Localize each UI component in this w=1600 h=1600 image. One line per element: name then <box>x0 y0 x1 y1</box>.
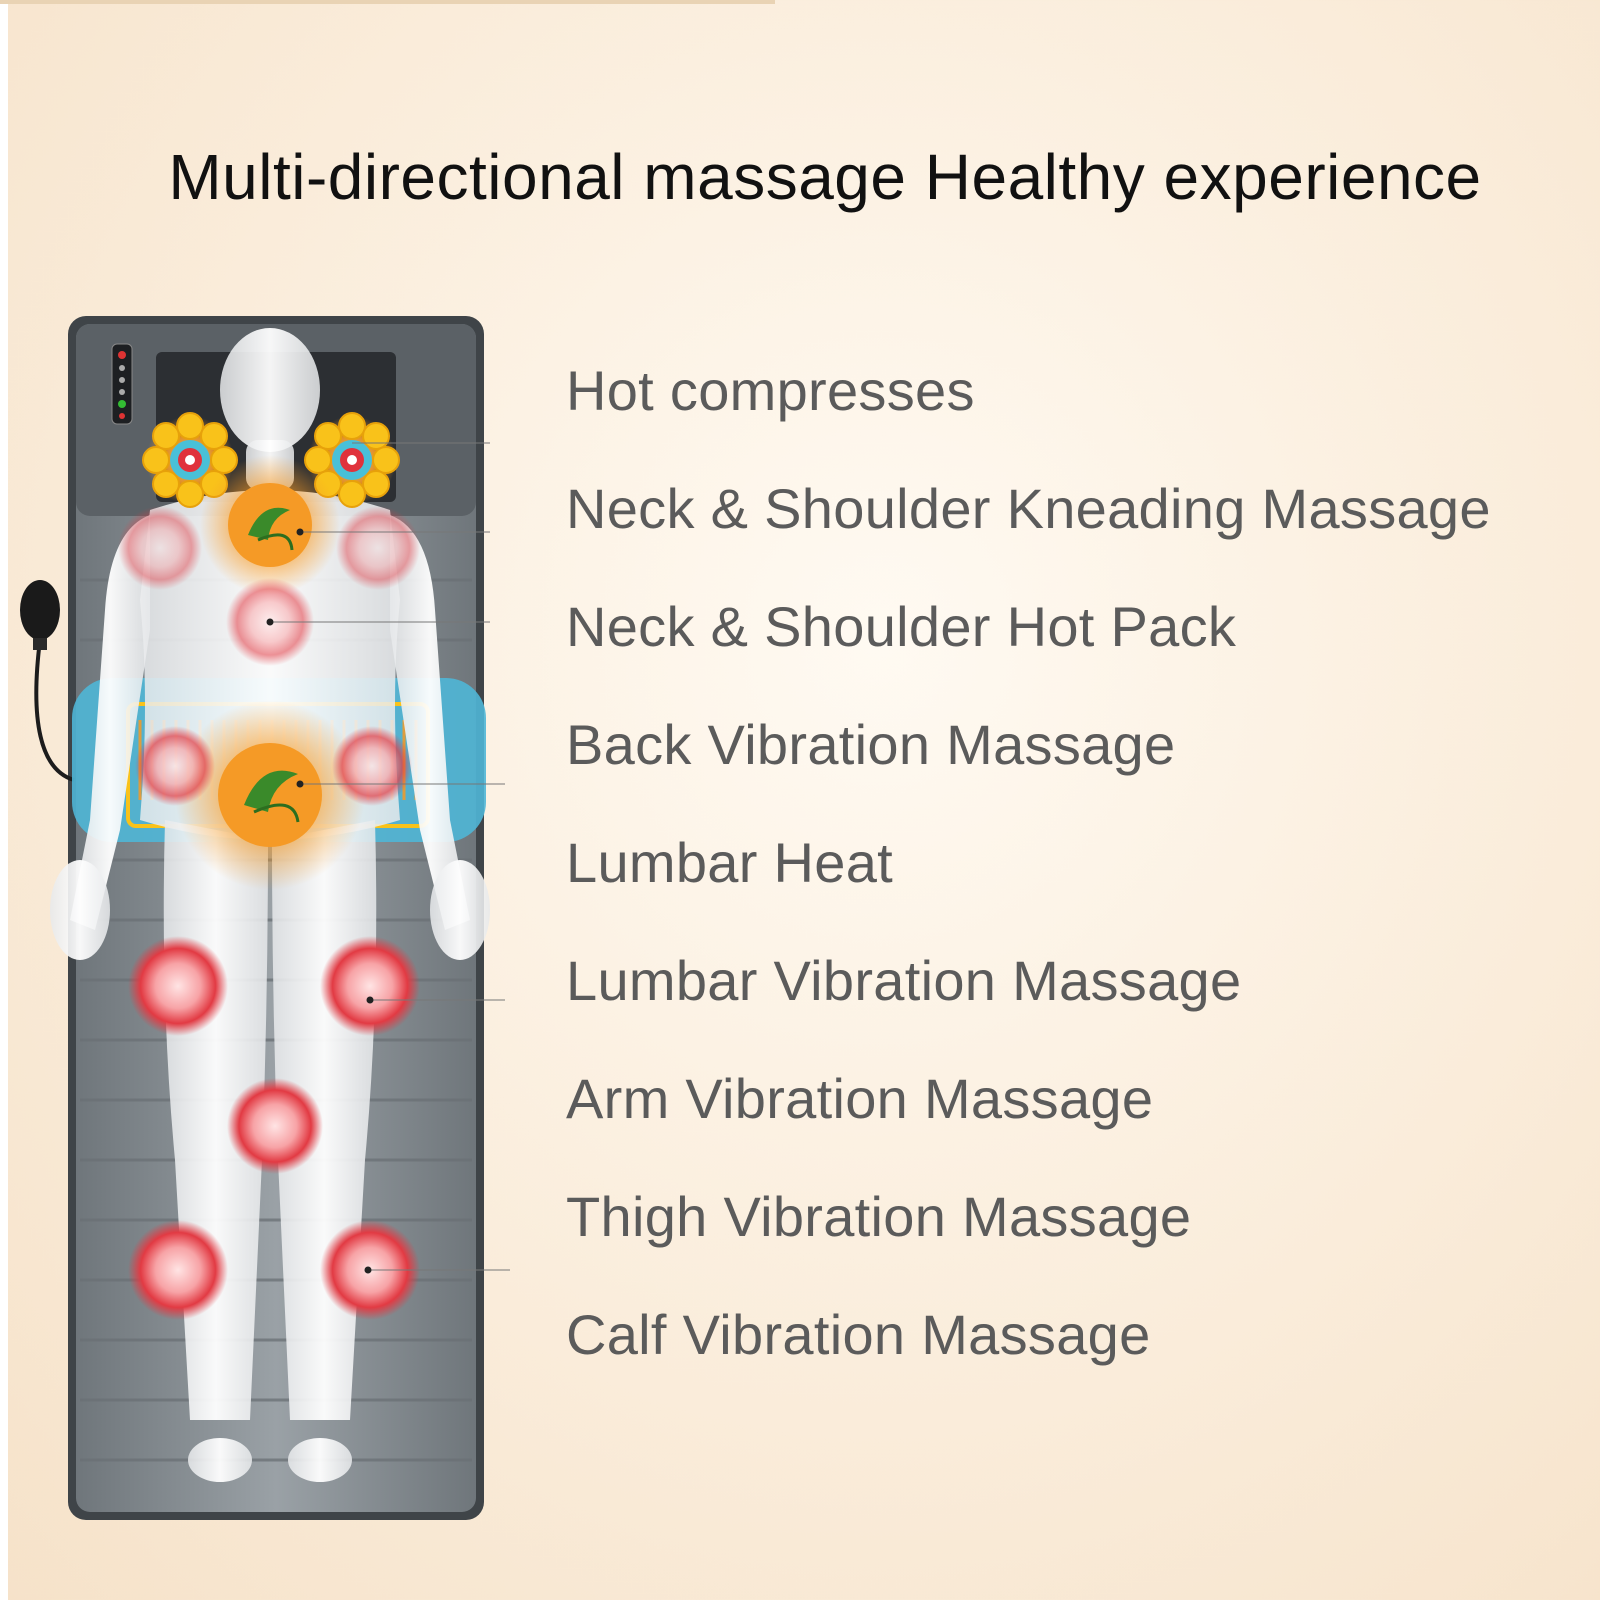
vibration-node-icon <box>118 506 420 1320</box>
top-edge-strip <box>0 0 775 4</box>
feature-arm-vibration: Arm Vibration Massage <box>566 1067 1154 1130</box>
kneading-roller-icon <box>142 412 400 508</box>
feature-thigh-vibration: Thigh Vibration Massage <box>566 1185 1192 1248</box>
massage-mat-illustration <box>20 316 510 1520</box>
leader-dots <box>266 528 374 1274</box>
headline: Multi-directional massage Healthy experi… <box>168 141 1482 213</box>
feature-lumbar-vibration: Lumbar Vibration Massage <box>566 949 1242 1012</box>
leader-lines <box>270 442 510 1271</box>
feature-neck-shoulder-hot-pack: Neck & Shoulder Hot Pack <box>566 595 1237 658</box>
feature-calf-vibration: Calf Vibration Massage <box>566 1303 1151 1366</box>
feature-hot-compresses: Hot compresses <box>566 359 975 422</box>
feature-neck-shoulder-kneading: Neck & Shoulder Kneading Massage <box>566 477 1491 540</box>
herb-leaf-icon <box>175 455 365 890</box>
feature-lumbar-heat: Lumbar Heat <box>566 831 894 894</box>
left-edge-strip <box>0 0 8 1600</box>
feature-list: Hot compresses Neck & Shoulder Kneading … <box>566 360 1491 1422</box>
control-panel-icon <box>111 343 133 425</box>
air-pump-bulb-icon <box>20 580 75 782</box>
feature-back-vibration: Back Vibration Massage <box>566 713 1176 776</box>
